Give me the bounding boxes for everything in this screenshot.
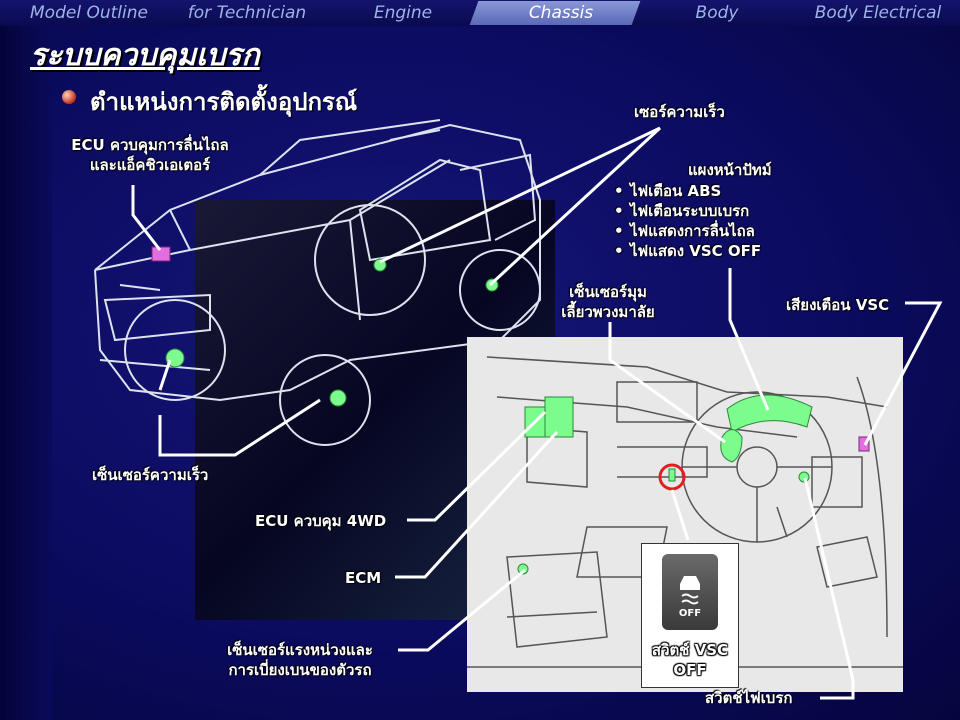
skid-ecu-icon [151, 246, 171, 262]
label-speed-sensor-left: เซ็นเซอร์ความเร็ว [92, 466, 209, 484]
label-skid-ecu-line1: ECU ควบคุมการลื่นไถล [71, 136, 229, 154]
tab-body-electrical[interactable]: Body Electrical [814, 3, 942, 23]
label-yaw-rate-sensor: เซ็นเซอร์แรงหน่วงและ การเบี่ยงเบนของตัวร… [205, 640, 395, 680]
label-vsc-switch-line1: สวิตช์ VSC [651, 641, 729, 659]
label-speed-sensor-top: เซอร์ความเร็ว [634, 103, 725, 121]
label-steering-angle-sensor: เซ็นเซอร์มุม เลี้ยวพวงมาลัย [548, 282, 668, 322]
label-stop-lamp-switch: สวิตช์ไฟเบรก [705, 689, 793, 707]
label-skid-ecu-line2: และแอ็คชิวเอเตอร์ [89, 156, 211, 174]
tab-for-technician[interactable]: for Technician [187, 3, 307, 23]
tab-model-outline[interactable]: Model Outline [30, 3, 148, 23]
bullet-icon [62, 90, 76, 104]
label-skid-control-ecu: ECU ควบคุมการลื่นไถล และแอ็คชิวเอเตอร์ [58, 135, 242, 175]
panel-item-vsc-off-indicator: ไฟแสดง VSC OFF [610, 241, 761, 261]
tab-body[interactable]: Body [695, 3, 739, 23]
label-yaw-line2: การเบี่ยงเบนของตัวรถ [228, 661, 372, 679]
tab-engine[interactable]: Engine [373, 3, 433, 23]
label-yaw-line1: เซ็นเซอร์แรงหน่วงและ [227, 641, 373, 659]
label-instrument-panel: แผงหน้าปัทม์ [688, 161, 772, 179]
vsc-skid-icon: OFF [679, 576, 701, 619]
vsc-off-switch-button: OFF [662, 554, 718, 630]
panel-item-brake-warning: ไฟเตือนระบบเบรก [610, 201, 761, 221]
section-subtitle: ตำแหน่งการติดตั้งอุปกรณ์ [90, 88, 358, 116]
label-4wd-ecu: ECU ควบคุม 4WD [255, 512, 387, 530]
vehicle-illustration [94, 119, 541, 446]
label-steering-line2: เลี้ยวพวงมาลัย [561, 303, 655, 321]
label-vsc-buzzer: เสียงเตือน VSC [786, 296, 890, 314]
panel-indicator-list: ไฟเตือน ABS ไฟเตือนระบบเบรก ไฟแสดงการลื่… [610, 181, 761, 261]
label-vsc-switch-line2: OFF [673, 661, 707, 679]
panel-item-slip-indicator: ไฟแสดงการลื่นไถล [610, 221, 761, 241]
page-title: ระบบควบคุมเบรก [30, 38, 260, 73]
left-sidebar-band [0, 26, 52, 720]
top-navigation-tabs: Model Outline for Technician Engine Chas… [0, 0, 960, 26]
vsc-icon-off-text: OFF [679, 608, 701, 619]
label-ecm: ECM [345, 569, 382, 587]
label-steering-line1: เซ็นเซอร์มุม [569, 283, 647, 301]
label-vsc-off-switch: สวิตช์ VSC OFF [642, 640, 738, 680]
panel-item-abs-warning: ไฟเตือน ABS [610, 181, 761, 201]
vsc-switch-highlight-circle [658, 463, 686, 491]
tab-chassis[interactable]: Chassis [528, 3, 594, 23]
vsc-off-switch-callout: OFF สวิตช์ VSC OFF [641, 543, 739, 688]
